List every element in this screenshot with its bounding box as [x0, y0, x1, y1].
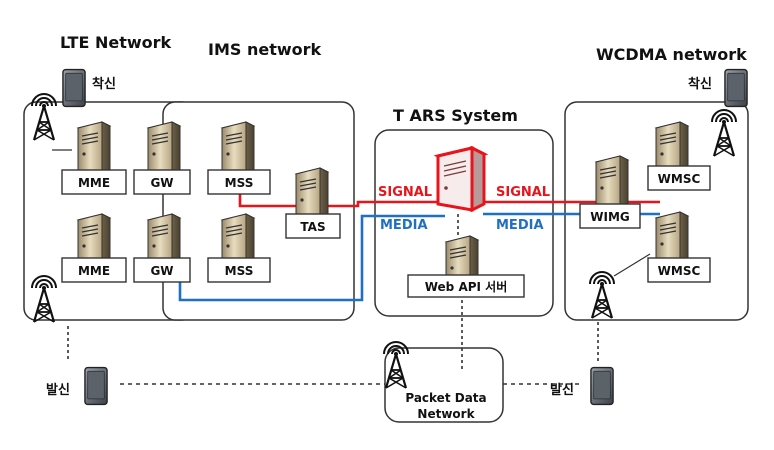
outgoing-phone-icon-left — [84, 366, 108, 406]
packet-data-network-box — [384, 347, 504, 423]
outgoing-phone-icon-right — [590, 366, 614, 406]
webapi-box — [407, 274, 525, 298]
wcdma-network-title: WCDMA network — [596, 45, 747, 64]
ims-network-title: IMS network — [208, 40, 322, 59]
outgoing-label-left: 발신 — [46, 382, 70, 398]
incoming-label-left: 착신 — [92, 76, 116, 92]
media-label-right: MEDIA — [496, 218, 544, 233]
wmsc-box-2 — [647, 257, 711, 283]
mme-server-icon — [77, 121, 111, 175]
tas-box — [285, 213, 341, 239]
mss-box — [207, 169, 271, 195]
mme-label-2: MME — [78, 264, 110, 278]
gw-box-2 — [133, 257, 191, 283]
signal-label-right: SIGNAL — [496, 185, 550, 200]
packet-data-label: Packet Data — [405, 391, 486, 405]
mme-box-2 — [61, 257, 127, 283]
tars-server-icon — [436, 146, 486, 212]
tas-server-icon — [295, 167, 329, 221]
mss-box-2 — [207, 257, 271, 283]
media-line-left — [178, 214, 445, 302]
tas-label: TAS — [300, 220, 325, 234]
wimg-box — [579, 203, 641, 229]
gw-box — [133, 169, 191, 195]
mss-label-2: MSS — [225, 264, 254, 278]
wimg-label: WIMG — [590, 210, 630, 224]
webapi-label: Web API 서버 — [425, 279, 508, 294]
incoming-label-right: 착신 — [688, 76, 712, 92]
wmsc-server-icon-2 — [655, 211, 689, 265]
wmsc-box — [647, 165, 711, 191]
gw-server-icon — [147, 121, 181, 175]
tars-system-title: T ARS System — [393, 106, 518, 125]
gw-label: GW — [150, 176, 173, 190]
tower-wmsc-link — [613, 253, 651, 277]
packet-network-label: Network — [417, 407, 475, 421]
outgoing-label-right: 발신 — [550, 382, 574, 398]
mme-box — [61, 169, 127, 195]
gw-label-2: GW — [150, 264, 173, 278]
mss-server-icon — [221, 121, 255, 175]
wmsc-label-2: WMSC — [658, 264, 701, 278]
incoming-phone-icon-left — [62, 68, 86, 108]
mme-label: MME — [78, 176, 110, 190]
tars-system-box — [374, 129, 554, 317]
wmsc-label: WMSC — [658, 172, 701, 186]
lte-network-title: LTE Network — [60, 33, 172, 52]
wimg-server-icon — [595, 155, 629, 209]
signal-label-left: SIGNAL — [378, 185, 432, 200]
signal-line-left — [238, 194, 445, 208]
media-label-left: MEDIA — [380, 218, 428, 233]
incoming-phone-icon-right — [724, 68, 748, 108]
mss-label: MSS — [225, 176, 254, 190]
